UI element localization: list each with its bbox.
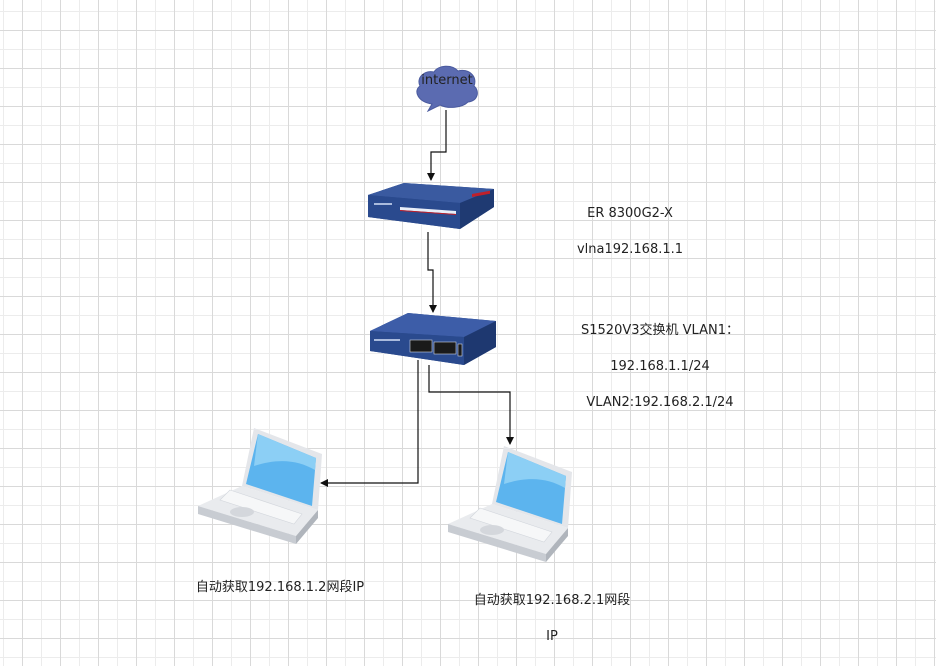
cloud-icon[interactable]: [414, 64, 480, 112]
router-model: ER 8300G2-X: [587, 206, 673, 221]
switch-vlan1: 192.168.1.1/24: [610, 359, 710, 374]
edge-switch-laptop2: [428, 365, 514, 445]
laptop2-label: 自动获取192.168.2.1网段 IP: [460, 574, 644, 664]
edge-internet-router: [427, 110, 447, 181]
switch-vlan2: VLAN2:192.168.2.1/24: [586, 395, 734, 410]
laptop-icon[interactable]: [448, 442, 572, 562]
edge-switch-laptop1: [320, 360, 419, 487]
internet-label: internet: [421, 73, 473, 88]
switch-label: S1520V3交换机 VLAN1： 192.168.1.1/24 VLAN2:1…: [560, 304, 760, 430]
laptop-icon[interactable]: [198, 424, 322, 544]
switch-icon[interactable]: [368, 311, 500, 367]
edge-router-switch: [427, 232, 437, 313]
router-ip: vlna192.168.1.1: [576, 242, 684, 257]
router-label: ER 8300G2-X vlna192.168.1.1: [560, 187, 700, 277]
switch-model: S1520V3交换机 VLAN1：: [581, 323, 739, 338]
router-icon[interactable]: [364, 181, 498, 231]
laptop2-label-line2: IP: [546, 629, 558, 644]
laptop2-label-line1: 自动获取192.168.2.1网段: [473, 593, 631, 608]
laptop1-label: 自动获取192.168.1.2网段IP: [195, 580, 365, 595]
